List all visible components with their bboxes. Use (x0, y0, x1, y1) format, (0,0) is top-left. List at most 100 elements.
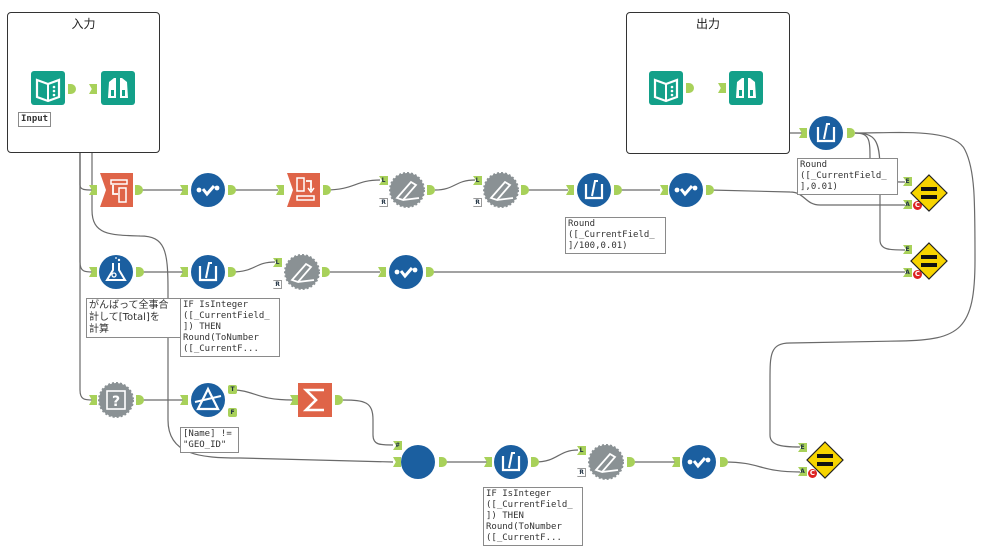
left-input-anchor[interactable]: L (577, 446, 586, 455)
annotation-formula: Round ([_CurrentField_ ],0.01) (797, 158, 898, 195)
false-output-anchor[interactable]: F (228, 408, 237, 417)
expect-equal-tool[interactable] (910, 242, 948, 280)
output-anchor[interactable] (439, 457, 447, 467)
output-anchor[interactable] (521, 185, 529, 195)
error-badge: C (913, 270, 922, 279)
browse-tool[interactable] (728, 70, 764, 106)
expected-anchor[interactable]: E (903, 245, 912, 254)
select-check-icon (682, 445, 716, 479)
input-anchor[interactable] (290, 395, 298, 405)
actual-anchor[interactable]: A (903, 268, 912, 277)
binoculars-icon (729, 71, 763, 105)
input-anchor[interactable] (672, 457, 680, 467)
transpose-icon (100, 173, 133, 207)
output-anchor[interactable] (136, 395, 144, 405)
expect-equal-tool[interactable] (910, 174, 948, 212)
output-anchor[interactable] (322, 267, 330, 277)
output-anchor[interactable] (531, 457, 539, 467)
crosstab-icon (287, 173, 320, 207)
actual-anchor[interactable]: A (903, 200, 912, 209)
input-anchor[interactable] (89, 267, 97, 277)
annotation-input: Input (18, 112, 52, 127)
true-output-anchor[interactable]: T (228, 385, 237, 394)
container-title: 入力 (71, 17, 96, 31)
dynamic-rename-tool[interactable] (389, 172, 425, 208)
output-anchor[interactable] (720, 457, 728, 467)
summarize-tool[interactable] (297, 382, 333, 418)
sigma-icon (298, 383, 332, 417)
output-anchor[interactable] (135, 185, 143, 195)
multi-field-formula-tool[interactable] (190, 254, 226, 290)
transpose-tool[interactable] (98, 172, 134, 208)
input-data-tool[interactable] (648, 70, 684, 106)
wire (709, 189, 905, 206)
input-anchor[interactable] (180, 395, 188, 405)
actual-anchor[interactable]: A (798, 467, 807, 476)
dynamic-rename-tool[interactable] (483, 172, 519, 208)
input-data-tool[interactable] (30, 70, 66, 106)
select-tool[interactable] (190, 172, 226, 208)
output-anchor[interactable] (706, 185, 714, 195)
output-anchor[interactable] (228, 267, 236, 277)
select-tool[interactable] (388, 254, 424, 290)
output-anchor[interactable] (228, 185, 236, 195)
dynamic-rename-tool[interactable] (588, 444, 624, 480)
output-anchor[interactable] (614, 185, 622, 195)
question-gear-icon: ? (98, 382, 134, 418)
input-anchor[interactable] (180, 185, 188, 195)
output-anchor[interactable] (323, 185, 331, 195)
browse-tool[interactable] (100, 70, 136, 106)
select-tool[interactable] (668, 172, 704, 208)
output-anchor[interactable] (68, 84, 76, 94)
expected-anchor[interactable]: E (903, 177, 912, 186)
multi-row-formula-tool[interactable] (98, 254, 134, 290)
union-circle-icon (401, 445, 435, 479)
container-title: 出力 (695, 17, 720, 31)
dynamic-rename-icon (588, 444, 624, 480)
wire (342, 399, 394, 446)
wire (434, 179, 476, 191)
wire (854, 132, 906, 251)
output-anchor[interactable] (686, 83, 694, 93)
input-anchor[interactable] (660, 185, 668, 195)
filter-tool[interactable] (190, 382, 226, 418)
union-tool[interactable] (400, 444, 436, 480)
input-anchor[interactable] (89, 395, 97, 405)
dynamic-rename-tool[interactable] (284, 254, 320, 290)
left-input-anchor[interactable]: L (379, 176, 388, 185)
multi-field-formula-icon (809, 116, 843, 150)
input-anchor[interactable] (566, 185, 574, 195)
multi-field-formula-tool[interactable] (808, 115, 844, 151)
multi-field-formula-tool[interactable] (576, 172, 612, 208)
output-anchor[interactable] (335, 395, 343, 405)
book-icon (31, 71, 65, 105)
test-equal-icon (910, 174, 948, 212)
output-anchor[interactable] (426, 267, 434, 277)
output-anchor[interactable] (427, 185, 435, 195)
input-anchor[interactable] (180, 267, 188, 277)
multi-field-formula-tool[interactable] (493, 444, 529, 480)
left-input-anchor[interactable]: L (273, 258, 282, 267)
cross-tab-tool[interactable] (285, 172, 321, 208)
input-anchor[interactable] (276, 185, 284, 195)
input-anchor-2[interactable] (393, 457, 401, 467)
input-anchor[interactable] (89, 84, 97, 94)
input-anchor[interactable] (718, 83, 726, 93)
output-anchor[interactable] (627, 457, 635, 467)
input-anchor[interactable] (378, 267, 386, 277)
annotation-formula: IF IsInteger ([_CurrentField_ ]) THEN Ro… (180, 298, 280, 357)
select-check-icon (669, 173, 703, 207)
expect-equal-tool[interactable] (806, 441, 844, 479)
output-anchor[interactable] (847, 128, 855, 138)
input-anchor[interactable] (89, 185, 97, 195)
left-input-anchor[interactable]: L (473, 176, 482, 185)
select-tool[interactable] (681, 444, 717, 480)
expected-anchor[interactable]: E (798, 443, 807, 452)
input-anchor-1[interactable]: # (393, 441, 402, 450)
input-anchor[interactable] (484, 457, 492, 467)
dynamic-rename-icon (284, 254, 320, 290)
macro-tool[interactable]: ? (98, 382, 134, 418)
output-anchor[interactable] (136, 267, 144, 277)
input-anchor[interactable] (799, 128, 807, 138)
